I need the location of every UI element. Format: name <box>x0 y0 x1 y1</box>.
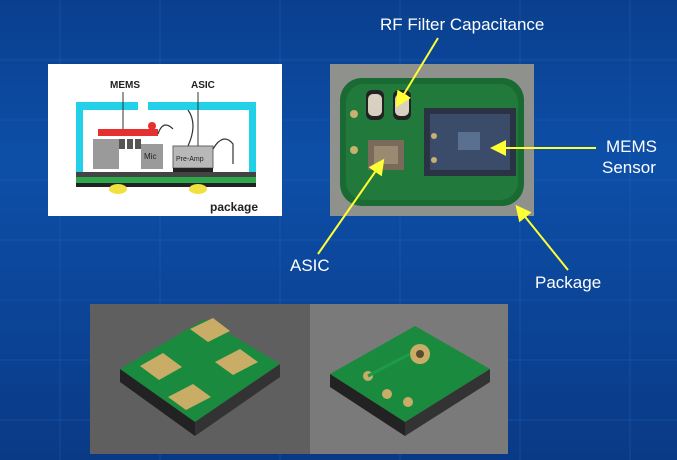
package-arrow <box>515 204 569 271</box>
package-photo-label: Package <box>535 273 602 292</box>
asic-photo-label: ASIC <box>290 256 330 275</box>
asic-label: ASIC <box>191 80 215 91</box>
cross-section-diagram: Mic Pre-Amp MEMS ASIC package <box>48 64 282 216</box>
preamp-label: Pre-Amp <box>176 156 204 163</box>
mems-sensor-label-2: Sensor <box>602 158 656 177</box>
package-photos <box>90 304 508 454</box>
mems-label: MEMS <box>110 80 140 91</box>
mems-sensor-label-1: MEMS <box>606 137 657 156</box>
mic-label: Mic <box>144 152 156 161</box>
package-label: package <box>210 200 258 214</box>
die-photo <box>330 64 534 216</box>
rf-filter-label: RF Filter Capacitance <box>380 15 545 34</box>
